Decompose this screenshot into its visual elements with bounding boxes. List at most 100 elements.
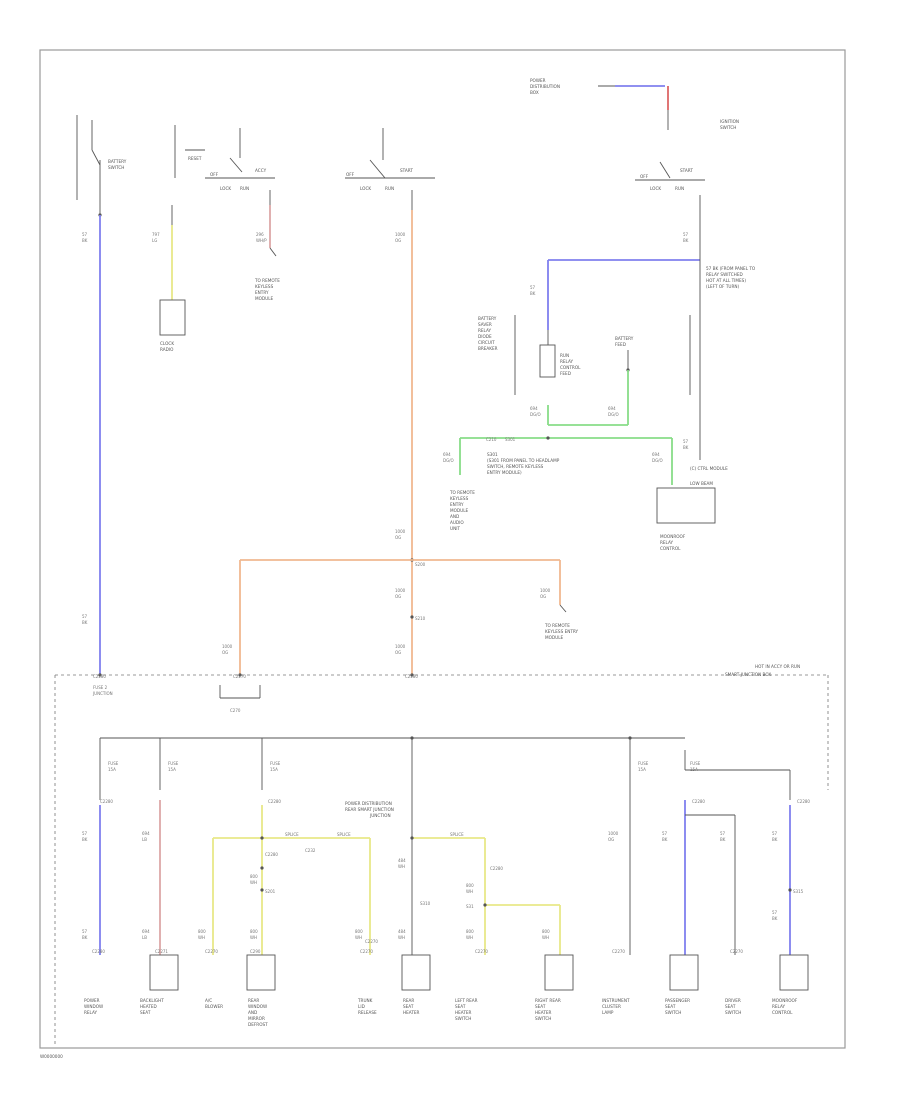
svg-text:UNIT: UNIT: [450, 526, 460, 531]
svg-text:S301: S301: [487, 452, 498, 457]
svg-text:TO REMOTE: TO REMOTE: [449, 490, 475, 495]
svg-text:484: 484: [398, 929, 406, 934]
svg-text:LB: LB: [142, 935, 147, 940]
svg-text:RELAY: RELAY: [84, 1010, 98, 1015]
footer-code: W0000000: [40, 1054, 63, 1059]
svg-text:694: 694: [142, 929, 150, 934]
svg-text:C210: C210: [486, 437, 497, 442]
svg-text:HOT AT ALL TIMES): HOT AT ALL TIMES): [706, 278, 746, 283]
svg-text:RESET: RESET: [188, 156, 202, 161]
svg-text:START: START: [400, 168, 413, 173]
svg-text:BACKLIGHT: BACKLIGHT: [140, 998, 164, 1003]
svg-text:OG: OG: [395, 594, 401, 599]
svg-text:ENTRY MODULE): ENTRY MODULE): [487, 470, 522, 475]
svg-text:BK: BK: [82, 238, 88, 243]
svg-text:SPLICE: SPLICE: [450, 832, 464, 837]
svg-text:TRUNK: TRUNK: [357, 998, 373, 1003]
svg-text:1000: 1000: [395, 529, 406, 534]
svg-text:C2270: C2270: [365, 939, 378, 944]
svg-text:FUSE: FUSE: [270, 761, 281, 766]
svg-text:MODULE: MODULE: [255, 296, 274, 301]
svg-text:WH: WH: [466, 889, 473, 894]
svg-text:57: 57: [772, 910, 778, 915]
svg-text:RUN: RUN: [675, 186, 684, 191]
branch-5: FUSE 15A 1000 OG: [608, 738, 649, 955]
svg-text:SPLICE: SPLICE: [337, 832, 351, 837]
svg-text:15A: 15A: [270, 767, 278, 772]
svg-text:START: START: [680, 168, 693, 173]
wire-blue-left: 57 BK 57 BK: [82, 215, 101, 675]
svg-text:C2270: C2270: [475, 949, 488, 954]
svg-text:RUN: RUN: [385, 186, 394, 191]
svg-text:C2280: C2280: [265, 852, 278, 857]
svg-text:FUSE: FUSE: [108, 761, 119, 766]
switch-4: POWER DISTRIBUTION BOX IGNITION SWITCH O…: [530, 78, 739, 230]
svg-text:SWITCH: SWITCH: [720, 125, 736, 130]
svg-text:SWITCH: SWITCH: [455, 1016, 471, 1021]
svg-text:C2280: C2280: [692, 799, 705, 804]
svg-text:DG/O: DG/O: [530, 412, 541, 417]
svg-text:LID: LID: [358, 1004, 365, 1009]
svg-text:RELAY SWITCHED: RELAY SWITCHED: [706, 272, 743, 277]
svg-text:OG: OG: [395, 650, 401, 655]
svg-text:1000: 1000: [608, 831, 619, 836]
svg-text:OFF: OFF: [210, 172, 219, 177]
svg-text:S315: S315: [793, 889, 804, 894]
svg-text:57: 57: [82, 614, 88, 619]
svg-text:DRIVER: DRIVER: [725, 998, 741, 1003]
svg-text:TO REMOTE: TO REMOTE: [254, 278, 280, 283]
svg-text:CLUSTER: CLUSTER: [602, 1004, 621, 1009]
svg-text:WH: WH: [398, 864, 405, 869]
wire-pink-switch2: 296 WH/P TO REMOTE KEYLESS ENTRY MODULE: [254, 190, 280, 301]
svg-text:CONTROL: CONTROL: [560, 365, 581, 370]
wire-orange-main: 1000 OG 1000 OG S200 1000 OG TO REMOTE K…: [222, 190, 579, 675]
svg-text:KEYLESS: KEYLESS: [450, 496, 469, 501]
svg-text:HEATER: HEATER: [455, 1010, 472, 1015]
svg-text:S310: S310: [420, 901, 431, 906]
svg-text:POWER DISTRIBUTION: POWER DISTRIBUTION: [345, 801, 392, 806]
svg-text:ACCY: ACCY: [255, 168, 267, 173]
svg-text:WH: WH: [250, 935, 257, 940]
svg-text:797: 797: [152, 232, 160, 237]
svg-text:DISTRIBUTION: DISTRIBUTION: [530, 84, 560, 89]
svg-text:C2280: C2280: [92, 949, 105, 954]
svg-text:1000: 1000: [540, 588, 551, 593]
svg-text:S201: S201: [265, 889, 276, 894]
svg-text:FEED: FEED: [615, 342, 626, 347]
svg-text:C2280: C2280: [405, 674, 418, 679]
svg-text:SWITCH: SWITCH: [725, 1010, 741, 1015]
svg-text:BATTERY: BATTERY: [478, 316, 497, 321]
svg-text:POWER: POWER: [84, 998, 100, 1003]
svg-text:C2271: C2271: [155, 949, 168, 954]
svg-text:C2270: C2270: [233, 674, 246, 679]
svg-text:800: 800: [355, 929, 363, 934]
svg-text:OG: OG: [540, 594, 546, 599]
svg-text:POWER: POWER: [530, 78, 546, 83]
svg-text:WH/P: WH/P: [256, 238, 267, 243]
svg-text:FUSE: FUSE: [168, 761, 179, 766]
svg-text:SWITCH: SWITCH: [108, 165, 124, 170]
svg-text:MOONROOF: MOONROOF: [772, 998, 798, 1003]
svg-text:800: 800: [466, 929, 474, 934]
svg-text:BREAKER: BREAKER: [478, 346, 498, 351]
svg-text:WH: WH: [355, 935, 362, 940]
svg-text:CONTROL: CONTROL: [772, 1010, 793, 1015]
svg-text:AND: AND: [450, 514, 459, 519]
svg-text:BK: BK: [683, 445, 689, 450]
svg-text:SEAT: SEAT: [535, 1004, 546, 1009]
svg-text:694: 694: [142, 831, 150, 836]
svg-text:HOT IN ACCY OR RUN: HOT IN ACCY OR RUN: [755, 664, 800, 669]
svg-text:SAVER: SAVER: [478, 322, 492, 327]
svg-text:LOW BEAM: LOW BEAM: [690, 481, 713, 486]
svg-text:KEYLESS ENTRY: KEYLESS ENTRY: [545, 629, 579, 634]
svg-text:ENTRY: ENTRY: [450, 502, 464, 507]
svg-text:CIRCUIT: CIRCUIT: [478, 340, 495, 345]
svg-text:FEED: FEED: [560, 371, 571, 376]
svg-text:15A: 15A: [690, 767, 698, 772]
svg-text:BK: BK: [662, 837, 668, 842]
branch-2: FUSE 15A 694 LB 694 LB: [142, 738, 179, 955]
right-module-area: 57 BK 57 BK (FROM PANEL TO RELAY SWITCHE…: [443, 230, 756, 551]
svg-text:A/C: A/C: [205, 998, 212, 1003]
svg-text:FUSE 2: FUSE 2: [93, 685, 108, 690]
svg-text:OG: OG: [395, 238, 401, 243]
